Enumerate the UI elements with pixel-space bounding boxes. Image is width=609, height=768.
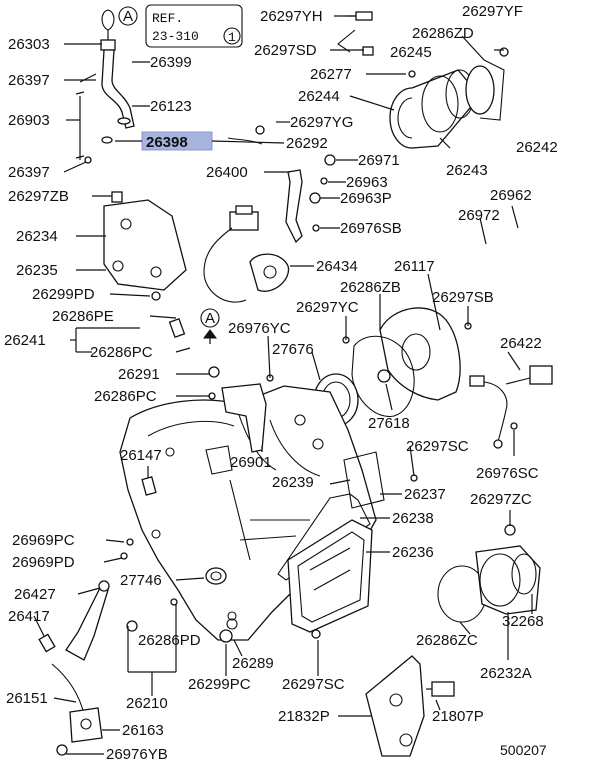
highlight-label-text: 26398 — [146, 134, 188, 151]
label-26969pd: 26969PD — [12, 554, 75, 571]
mount-bracket-26234 — [103, 191, 187, 301]
label-26286zc: 26286ZC — [416, 632, 478, 649]
label-26286zb: 26286ZB — [340, 279, 401, 296]
label-26971: 26971 — [358, 152, 400, 169]
label-26297zb: 26297ZB — [8, 188, 69, 205]
bolts-26241 — [149, 315, 191, 353]
bracket-26400 — [285, 169, 303, 244]
label-26297yf: 26297YF — [462, 3, 523, 20]
marker-a-top-label: A — [123, 8, 133, 25]
label-26297yg: 26297YG — [290, 114, 353, 131]
shift-lever-assembly — [38, 538, 178, 756]
label-32268: 32268 — [502, 613, 544, 630]
label-26241: 26241 — [4, 332, 46, 349]
label-26286zd: 26286ZD — [412, 25, 474, 42]
label-26245: 26245 — [390, 44, 432, 61]
ref-line1: REF. — [152, 11, 183, 26]
label-26969pc: 26969PC — [12, 532, 75, 549]
label-26242: 26242 — [516, 139, 558, 156]
label-26397-bottom: 26397 — [8, 164, 50, 181]
label-27676: 27676 — [272, 341, 314, 358]
label-26972: 26972 — [458, 207, 500, 224]
label-26286pe: 26286PE — [52, 308, 114, 325]
small-bolts-cluster — [227, 125, 336, 232]
engine-mount-21832p — [365, 655, 455, 757]
label-26234: 26234 — [16, 228, 58, 245]
label-26299pc: 26299PC — [188, 676, 251, 693]
seal-27746 — [205, 567, 238, 643]
label-26232a: 26232A — [480, 665, 532, 682]
label-26962: 26962 — [490, 187, 532, 204]
label-26400: 26400 — [206, 164, 248, 181]
label-26297sb: 26297SB — [432, 289, 494, 306]
reference-box: REF. 23-310 1 — [145, 4, 243, 48]
extension-housing-26232a — [437, 524, 541, 623]
label-26903: 26903 — [8, 112, 50, 129]
marker-a-mid: A — [200, 308, 220, 344]
label-26289: 26289 — [232, 655, 274, 672]
diagram-code: 500207 — [500, 742, 547, 758]
highlighted-part-label: 26398 — [115, 131, 213, 151]
label-26427: 26427 — [14, 586, 56, 603]
vehicle-speed-sensor-26434 — [203, 205, 290, 303]
label-26235: 26235 — [16, 262, 58, 279]
sensor-26422 — [469, 365, 553, 449]
label-26422: 26422 — [500, 335, 542, 352]
label-26976sc: 26976SC — [476, 465, 539, 482]
ref-line2: 23-310 — [152, 29, 199, 44]
label-21807p: 21807P — [432, 708, 484, 725]
label-26297yh: 26297YH — [260, 8, 323, 25]
label-27618: 27618 — [368, 415, 410, 432]
transmission-housing — [119, 366, 377, 641]
label-26286pd: 26286PD — [138, 632, 201, 649]
label-26976yb: 26976YB — [106, 746, 168, 763]
label-26151: 26151 — [6, 690, 48, 707]
label-26399: 26399 — [150, 54, 192, 71]
oil-pan-set — [277, 451, 418, 639]
marker-a-top: A — [118, 6, 138, 26]
label-26397-top: 26397 — [8, 72, 50, 89]
label-26239: 26239 — [272, 474, 314, 491]
label-26976sb: 26976SB — [340, 220, 402, 237]
label-26963p: 26963P — [340, 190, 392, 207]
label-26976yc: 26976YC — [228, 320, 291, 337]
label-26236: 26236 — [392, 544, 434, 561]
label-26123: 26123 — [150, 98, 192, 115]
label-21832p: 21832P — [278, 708, 330, 725]
label-26238: 26238 — [392, 510, 434, 527]
label-26117: 26117 — [394, 258, 435, 275]
label-26147: 26147 — [120, 447, 162, 464]
label-26297yc: 26297YC — [296, 299, 359, 316]
label-26297zc: 26297ZC — [470, 491, 532, 508]
label-26237: 26237 — [404, 486, 446, 503]
label-26297sc-lower: 26297SC — [282, 676, 345, 693]
label-26243: 26243 — [446, 162, 488, 179]
label-26210: 26210 — [126, 695, 168, 712]
label-26434: 26434 — [316, 258, 358, 275]
leader-lines — [33, 15, 533, 755]
label-27746: 27746 — [120, 572, 162, 589]
label-26963: 26963 — [346, 174, 388, 191]
label-26292: 26292 — [286, 135, 328, 152]
label-26163: 26163 — [122, 722, 164, 739]
label-26277: 26277 — [310, 66, 352, 83]
transfer-gear-assembly — [389, 47, 509, 149]
side-cover-26117 — [342, 307, 472, 418]
label-26291: 26291 — [118, 366, 160, 383]
label-26286pc-upper: 26286PC — [90, 344, 153, 361]
label-26244: 26244 — [298, 88, 340, 105]
label-26299pd: 26299PD — [32, 286, 95, 303]
label-26901: 26901 — [230, 454, 272, 471]
dipstick-assembly — [75, 9, 135, 164]
label-26297sd: 26297SD — [254, 42, 317, 59]
marker-a-mid-label: A — [205, 310, 215, 327]
part-labels: 26297YH 26297YF 26303 26297SD 26286ZD 26… — [4, 3, 558, 763]
bolt-26297yh — [337, 11, 374, 56]
label-26303: 26303 — [8, 36, 50, 53]
label-26286pc-lower: 26286PC — [94, 388, 157, 405]
label-26417: 26417 — [8, 608, 50, 625]
ref-circle-number: 1 — [228, 30, 236, 45]
label-26297sc-upper: 26297SC — [406, 438, 469, 455]
